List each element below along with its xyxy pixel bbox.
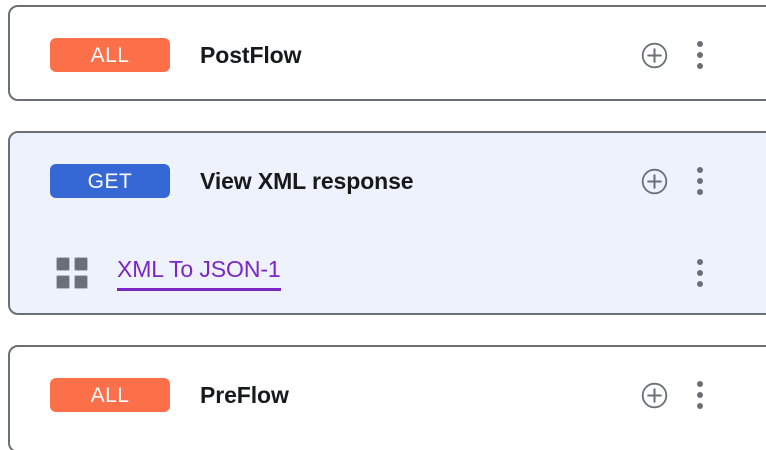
policy-link-xml-to-json-1[interactable]: XML To JSON-1 [117, 256, 281, 291]
kebab-dot [697, 41, 703, 47]
flow-row-postflow[interactable]: ALL PostFlow [10, 7, 766, 103]
plus-circle-icon[interactable] [641, 168, 668, 195]
flow-card-view-xml-response[interactable]: GET View XML response [8, 131, 766, 315]
kebab-dot [697, 270, 703, 276]
flow-row-actions [641, 379, 706, 411]
kebab-dot [697, 381, 703, 387]
kebab-dot [697, 63, 703, 69]
kebab-dot [697, 281, 703, 287]
grid-square [56, 275, 70, 289]
kebab-menu-icon[interactable] [694, 379, 706, 411]
method-badge-all: ALL [50, 378, 170, 412]
flow-row-preflow[interactable]: ALL PreFlow [10, 347, 766, 443]
policy-row-xml-to-json-1[interactable]: XML To JSON-1 [10, 229, 766, 317]
kebab-dot [697, 167, 703, 173]
kebab-dot [697, 52, 703, 58]
flow-title: PostFlow [200, 41, 302, 68]
policy-row-actions [694, 257, 706, 289]
kebab-dot [697, 259, 703, 265]
kebab-dot [697, 392, 703, 398]
kebab-dot [697, 178, 703, 184]
grid-square [74, 257, 88, 271]
grid-square [74, 275, 88, 289]
flow-row-actions [641, 165, 706, 197]
flow-title: PreFlow [200, 381, 289, 408]
grid-square [56, 257, 70, 271]
kebab-menu-icon[interactable] [694, 39, 706, 71]
plus-circle-icon[interactable] [641, 382, 668, 409]
kebab-menu-icon[interactable] [694, 257, 706, 289]
flow-card-preflow[interactable]: ALL PreFlow [8, 345, 766, 450]
flow-row-view-xml-response[interactable]: GET View XML response [10, 133, 766, 229]
method-badge-all: ALL [50, 38, 170, 72]
kebab-dot [697, 403, 703, 409]
kebab-menu-icon[interactable] [694, 165, 706, 197]
plus-circle-icon[interactable] [641, 42, 668, 69]
flow-card-postflow[interactable]: ALL PostFlow [8, 5, 766, 101]
grid-squares-icon [56, 257, 88, 289]
flow-row-actions [641, 39, 706, 71]
method-badge-get: GET [50, 164, 170, 198]
flow-title: View XML response [200, 167, 414, 194]
kebab-dot [697, 189, 703, 195]
